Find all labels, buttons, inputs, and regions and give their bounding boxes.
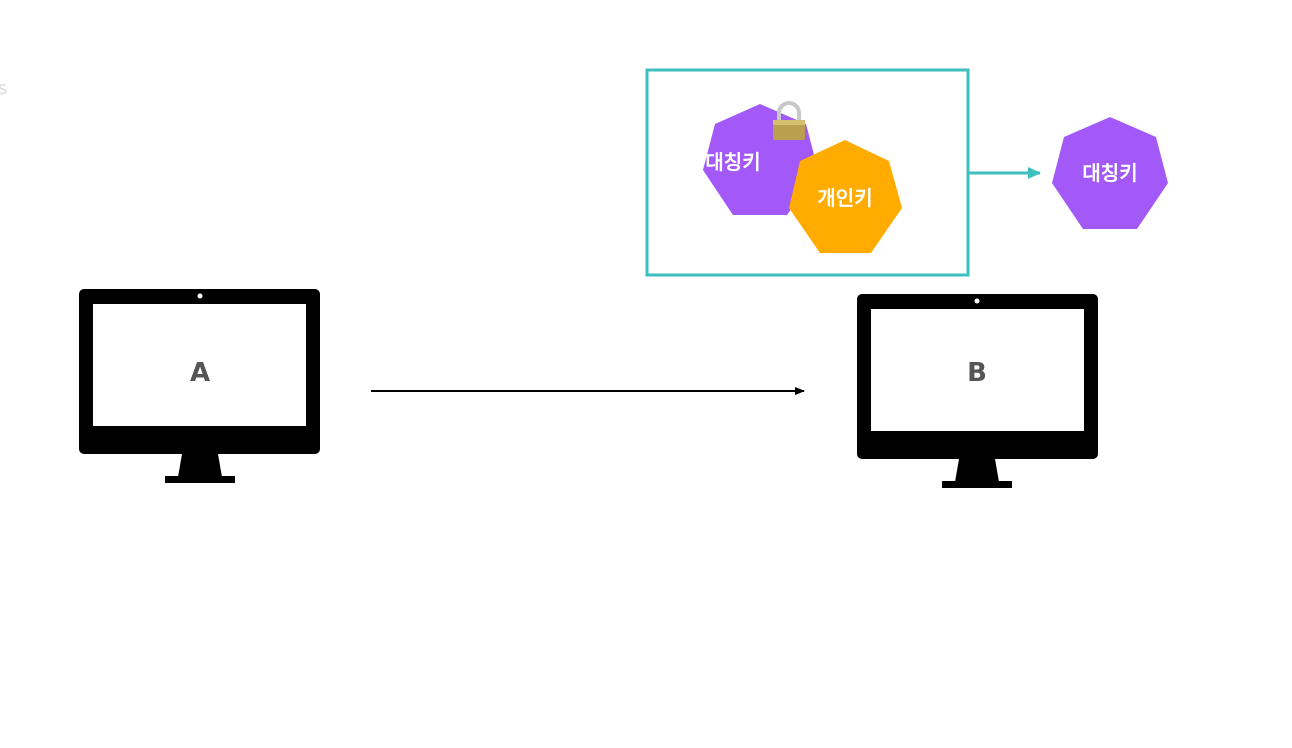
private-key-shape: 개인키	[789, 140, 902, 253]
heptagon-orange	[789, 140, 902, 253]
monitor-base	[165, 476, 235, 483]
monitor-screen	[93, 304, 306, 426]
result-key-label: 대칭키	[1082, 161, 1137, 185]
heptagon-purple	[1052, 117, 1168, 229]
computer-a-label: A	[190, 358, 210, 388]
webcam-dot	[974, 298, 980, 304]
webcam-dot	[197, 293, 203, 299]
monitor-stand	[178, 454, 222, 477]
private-key-label: 개인키	[817, 186, 872, 210]
computer-a: A	[79, 289, 320, 483]
computer-b-label: B	[967, 358, 987, 388]
monitor-base	[942, 481, 1012, 488]
computer-b: B	[857, 294, 1098, 488]
monitor-stand	[955, 459, 999, 482]
lock-icon	[773, 101, 805, 140]
corner-text: s	[0, 78, 8, 99]
monitor-screen	[871, 309, 1084, 431]
result-symmetric-key-shape: 대칭키	[1052, 117, 1168, 229]
symmetric-key-label: 대칭키	[705, 150, 760, 174]
